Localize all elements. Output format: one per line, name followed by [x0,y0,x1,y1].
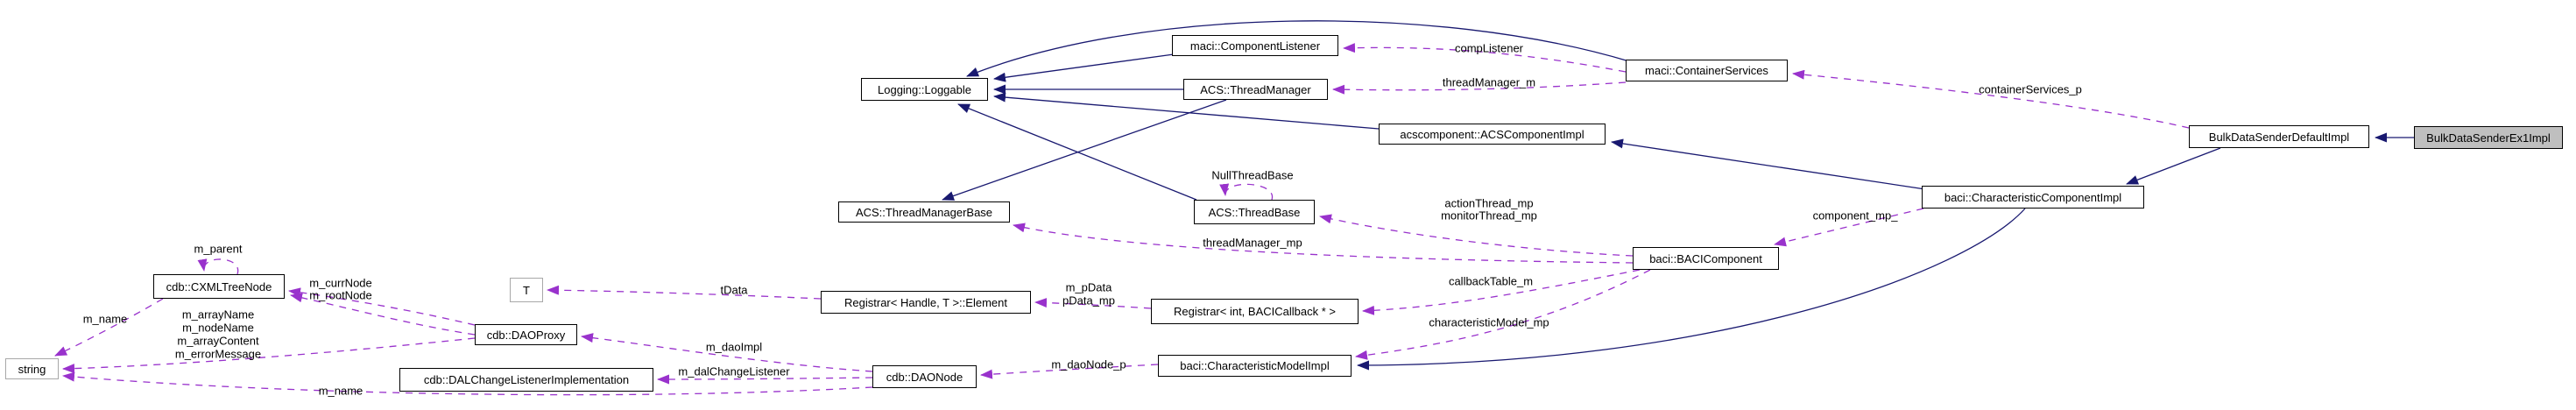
edge-label-callbacktable-m: callbackTable_m [1448,274,1534,288]
edge-label-m-dalchangelistener: m_dalChangeListener [678,364,790,378]
edge-container-services-to-thread-manager [1332,81,1627,95]
node-acs-component-impl[interactable]: acscomponent::ACSComponentImpl [1379,124,1606,145]
edge-label-m-errormessage: m_errorMessage [174,347,262,361]
edge-container-services-to-component-listener [1343,43,1627,73]
node-dao-proxy[interactable]: cdb::DAOProxy [475,324,577,345]
node-string[interactable]: string [5,358,59,379]
edge-baci-component-to-characteristic-model-impl [1355,269,1651,360]
node-characteristic-model-impl[interactable]: baci::CharacteristicModelImpl [1158,355,1352,377]
edge-label-characteristicmodel-mp: characteristicModel_mp [1429,315,1549,329]
edge-label-nullthreadbase: NullThreadBase [1211,168,1294,182]
node-component-listener[interactable]: maci::ComponentListener [1172,35,1338,56]
edge-label-tdata: tData [720,283,748,297]
edge-characteristic-model-impl-to-dao-node [980,364,1159,379]
edge-thread-base-to-thread-base [1219,183,1273,201]
node-registrar-bacicallback[interactable]: Registrar< int, BACICallback * > [1151,299,1359,324]
edge-label-m-name: m_name [318,384,363,398]
edge-label-monitorthread-mp: monitorThread_mp [1441,209,1537,223]
edge-baci-component-to-thread-manager-base [1013,223,1634,264]
node-dao-node[interactable]: cdb::DAONode [872,365,977,388]
edge-characteristic-component-impl-to-acs-component-impl [1611,138,1926,190]
edge-label-actionthread-mp: actionThread_mp [1444,196,1534,210]
edge-label-complistener: compListener [1454,41,1524,55]
edge-dao-node-to-dal-change-listener [657,374,873,385]
node-characteristic-component-impl[interactable]: baci::CharacteristicComponentImpl [1922,186,2144,209]
edge-characteristic-component-impl-to-characteristic-model-impl [1357,208,2026,371]
edge-registrar-bacicallback-to-registrar-element [1034,298,1152,309]
node-bulk-data-sender-ex1-impl[interactable]: BulkDataSenderEx1Impl [2414,126,2563,149]
edge-label-m-rootnode: m_rootNode [309,288,372,302]
edge-thread-manager-to-thread-manager-base [942,99,1227,201]
node-thread-manager[interactable]: ACS::ThreadManager [1183,79,1328,100]
edge-dao-node-to-string [62,371,873,396]
edge-dao-proxy-to-cxml-tree-node [290,293,476,336]
node-bulk-data-sender-default-impl[interactable]: BulkDataSenderDefaultImpl [2189,125,2369,148]
node-loggable[interactable]: Logging::Loggable [861,78,988,101]
edge-label-threadmanager-mp: threadManager_mp [1203,236,1302,250]
edge-acs-component-impl-to-loggable [993,92,1380,130]
edge-cxml-tree-node-to-cxml-tree-node [197,258,239,275]
node-thread-manager-base[interactable]: ACS::ThreadManagerBase [838,201,1010,223]
node-registrar-element[interactable]: Registrar< Handle, T >::Element [821,291,1031,314]
edge-label-m-name: m_name [82,312,128,326]
edge-dao-proxy-to-string [62,337,476,374]
edge-label-m-nodename: m_nodeName [182,321,254,335]
node-baci-component[interactable]: baci::BACIComponent [1633,247,1779,270]
edge-label-m-arraycontent: m_arrayContent [177,334,259,348]
edge-label-m-currnode: m_currNode [309,276,372,290]
edge-label-m-arrayname: m_arrayName [181,308,255,322]
node-container-services[interactable]: maci::ContainerServices [1626,60,1788,81]
node-cxml-tree-node[interactable]: cdb::CXMLTreeNode [153,274,285,299]
edge-label-threadmanager-m: threadManager_m [1442,75,1536,89]
edge-label-m-parent: m_parent [194,242,243,256]
node-dal-change-listener[interactable]: cdb::DALChangeListenerImplementation [399,368,653,392]
edge-component-listener-to-loggable [993,53,1175,82]
edge-container-services-to-loggable [966,20,1630,77]
edge-dao-proxy-to-cxml-tree-node [288,287,476,326]
edge-label-pdata-mp: pData_mp [1062,293,1115,308]
edge-bulk-data-sender-default-impl-to-characteristic-component-impl [2126,147,2221,185]
edge-baci-component-to-thread-base [1319,214,1634,257]
edge-label-m-pdata: m_pData [1065,280,1112,294]
edge-label-containerservices-p: containerServices_p [1979,82,2082,96]
edge-label-component-mp-: component_mp_ [1812,209,1898,223]
edge-registrar-element-to-t [547,285,822,300]
edge-cxml-tree-node-to-string [54,298,164,357]
node-thread-base[interactable]: ACS::ThreadBase [1194,200,1315,224]
edge-label-m-daonode-p: m_daoNode_p [1051,357,1126,371]
edge-paths [54,20,2414,396]
edge-dao-node-to-dao-proxy [581,333,873,372]
node-t[interactable]: T [510,278,543,302]
edge-bulk-data-sender-default-impl-to-container-services [1792,69,2190,129]
edge-label-m-daoimpl: m_daoImpl [705,340,763,354]
